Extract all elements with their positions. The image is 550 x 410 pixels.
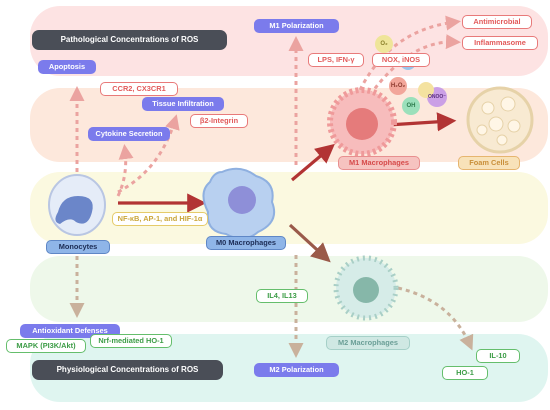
nfkb-label: NF-κB, AP-1, and HIF-1α bbox=[112, 212, 208, 226]
inflammatory-band bbox=[30, 88, 548, 162]
h2o2-label: H₂O₂ bbox=[390, 83, 406, 89]
ccr2-label: CCR2, CX3CR1 bbox=[100, 82, 178, 96]
m0-macrophage-cell bbox=[202, 167, 276, 240]
arrow-to-antimicrobial bbox=[358, 15, 461, 91]
il10-label: IL-10 bbox=[476, 349, 520, 363]
m1-polarization-label: M1 Polarization bbox=[254, 19, 339, 33]
foam-cells-label: Foam Cells bbox=[458, 156, 520, 170]
m2-polarization-label: M2 Polarization bbox=[254, 363, 339, 377]
beta2-integrin-label: β2-Integrin bbox=[190, 114, 248, 128]
physiological-title: Physiological Concentrations of ROS bbox=[32, 360, 223, 380]
arrow-m0-to-m1 bbox=[290, 143, 335, 182]
mapk-label: MAPK (PI3K/Akt) bbox=[6, 339, 86, 353]
m1-macrophage-cell bbox=[327, 87, 397, 157]
cytokine-secretion-label: Cytokine Secretion bbox=[88, 127, 170, 141]
o2-label: O₂ bbox=[380, 41, 388, 47]
arrow-m1-to-foam bbox=[387, 112, 457, 132]
arrow-to-il10 bbox=[397, 286, 474, 351]
nox-label: NOX, iNOS bbox=[372, 53, 430, 67]
oh-label: OH bbox=[406, 103, 416, 109]
monocytes-label: Monocytes bbox=[46, 240, 110, 254]
m0-macrophages-label: M0 Macrophages bbox=[206, 236, 286, 250]
apoptosis-label: Apoptosis bbox=[38, 60, 96, 74]
oh-bubble bbox=[402, 97, 420, 115]
o2-bubble bbox=[375, 35, 393, 53]
tissue-infiltration-label: Tissue Infiltration bbox=[142, 97, 224, 111]
arrow-to-tissue bbox=[117, 114, 180, 194]
lps-label: LPS, IFN-γ bbox=[308, 53, 364, 67]
yellow-bubble bbox=[418, 82, 434, 98]
ho1-label: HO-1 bbox=[442, 366, 488, 380]
h2o2-bubble bbox=[389, 77, 407, 95]
arrow-to-cytokine bbox=[116, 144, 134, 197]
monocyte-cell bbox=[48, 174, 106, 236]
nrf-label: Nrf-mediated HO-1 bbox=[90, 334, 172, 348]
arrow-m0-to-m2 bbox=[288, 223, 331, 263]
m1-macrophages-label: M1 Macrophages bbox=[338, 156, 420, 170]
antimicrobial-label: Antimicrobial bbox=[462, 15, 532, 29]
il4-label: IL4, IL13 bbox=[256, 289, 308, 303]
m2-macrophage-cell bbox=[333, 255, 399, 321]
pathological-title: Pathological Concentrations of ROS bbox=[32, 30, 227, 50]
m2-macrophages-label: M2 Macrophages bbox=[326, 336, 410, 350]
onoo-label: ONOO⁻ bbox=[428, 94, 446, 100]
foam-cell bbox=[466, 86, 534, 154]
inflammasome-label: Inflammasome bbox=[462, 36, 538, 50]
neutral-band bbox=[30, 172, 548, 244]
